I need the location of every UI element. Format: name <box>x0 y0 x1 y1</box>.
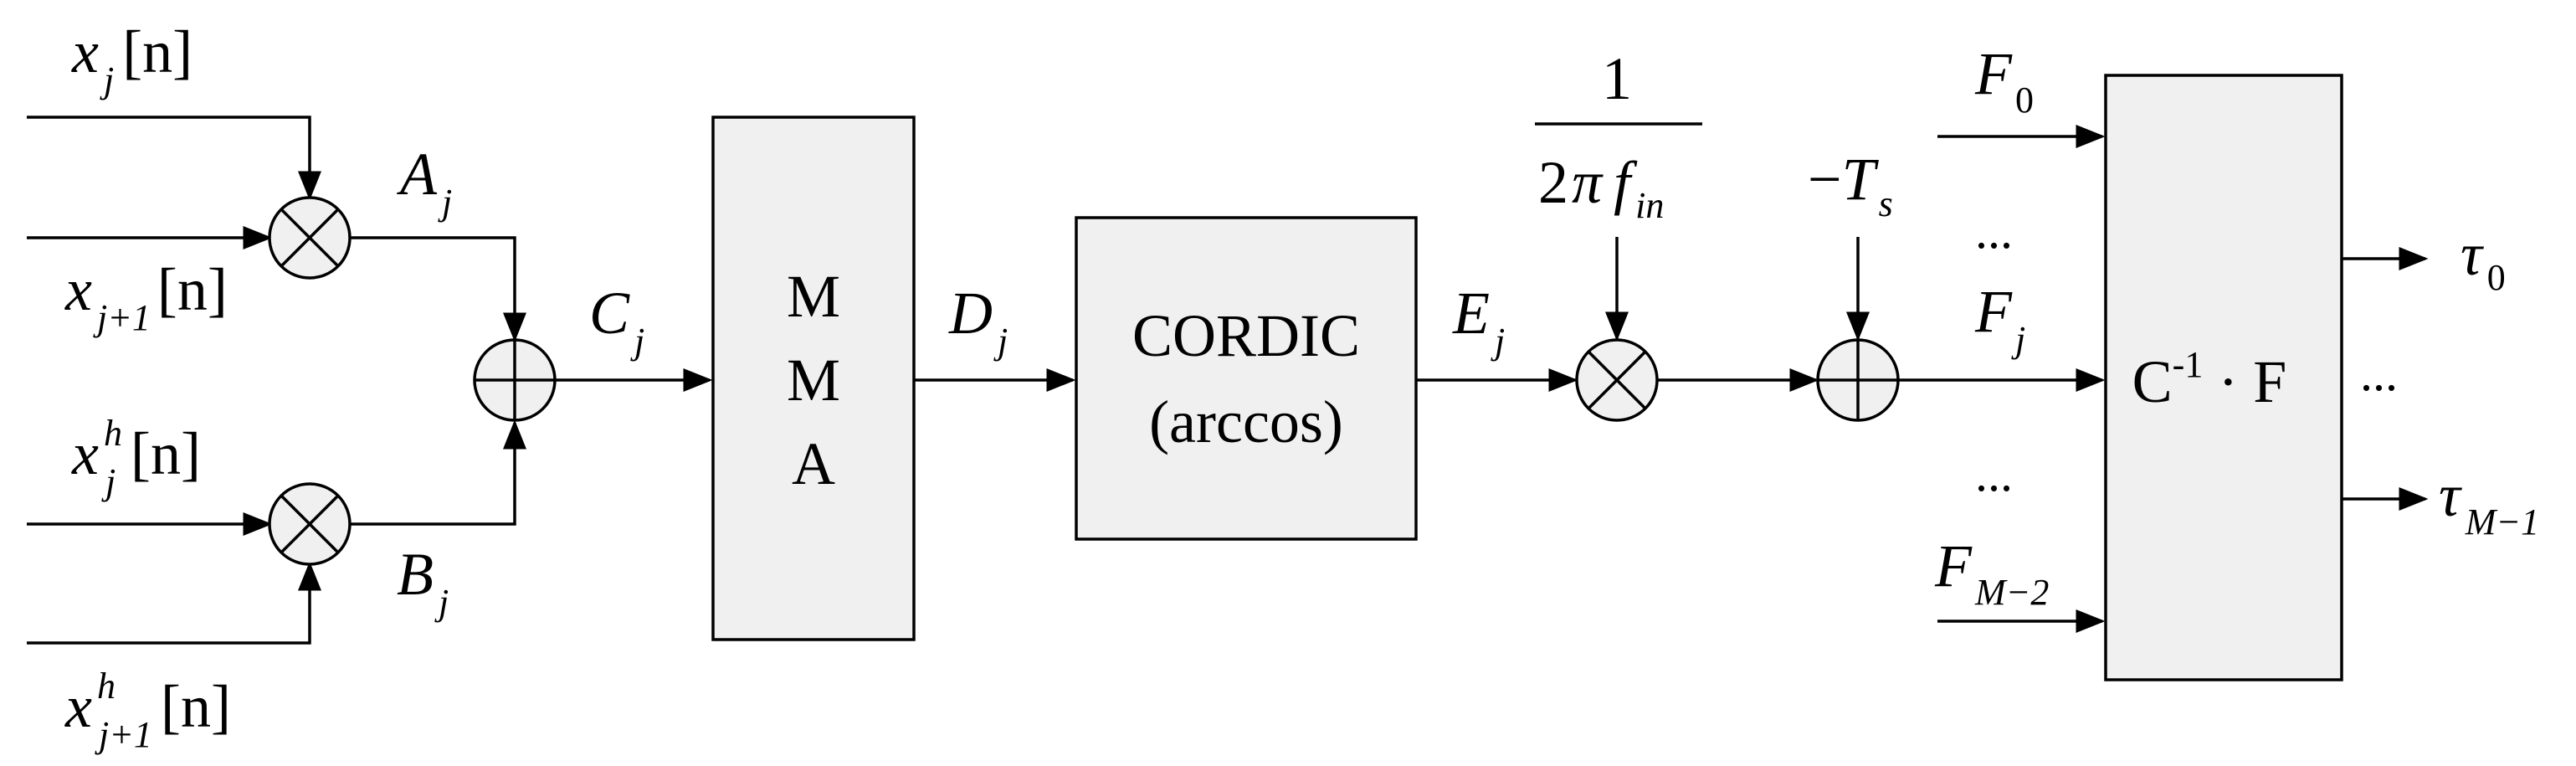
wire-b-to-adder <box>350 419 526 526</box>
svg-text:xh[n]: xh[n] <box>71 413 201 487</box>
svg-text:xh[n]: xh[n] <box>64 666 231 740</box>
cordic-block: CORDIC (arccos) <box>1075 216 1418 541</box>
wire-xhj1-to-mult2 <box>27 561 321 645</box>
multiplier-2 <box>268 482 352 566</box>
scale-numerator: 1 <box>1602 45 1632 112</box>
f-dots-top: ... <box>1975 203 2013 259</box>
adder-2 <box>1816 338 1900 422</box>
mma-label-1: M <box>787 263 840 330</box>
fm2-label: FM−2 <box>1934 532 2049 613</box>
mma-block: M M A <box>711 116 916 641</box>
svg-text:j+1: j+1 <box>95 714 152 755</box>
wire-a-to-adder <box>350 236 526 342</box>
wires <box>27 116 2429 645</box>
wire-xj-to-mult1 <box>27 116 321 201</box>
multiplier-1 <box>268 196 352 280</box>
mma-label-3: A <box>792 430 835 497</box>
offset-ts-label: −Ts <box>1808 146 1893 224</box>
output-dots: ... <box>2360 346 2398 401</box>
f0-label: F0 <box>1974 40 2034 121</box>
mma-label-2: M <box>787 347 840 414</box>
cordic-label: CORDIC <box>1132 302 1360 369</box>
cf-label: C-1 · F <box>2132 344 2287 415</box>
f-dots-bottom: ... <box>1975 446 2013 501</box>
cordic-sublabel: (arccos) <box>1149 388 1343 455</box>
fj-label: Fj <box>1974 278 2025 360</box>
multiplier-3 <box>1575 338 1659 422</box>
svg-text:j: j <box>101 461 115 502</box>
cf-block: C-1 · F <box>2104 74 2343 681</box>
adder-1 <box>473 338 557 422</box>
